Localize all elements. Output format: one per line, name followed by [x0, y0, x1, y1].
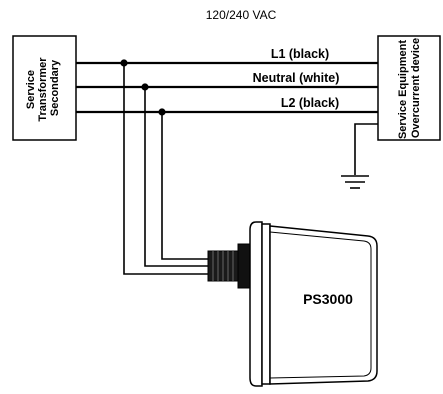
service-equipment-box: Service Equipment Overcurrent device	[377, 35, 441, 141]
tap-wire-neutral	[144, 87, 210, 267]
conductor-l2: L2 (black)	[76, 96, 378, 114]
service-equipment-label-line-1: Service Equipment	[397, 40, 409, 139]
conductor-neutral-label: Neutral (white)	[253, 71, 340, 85]
voltage-title: 120/240 VAC	[206, 8, 277, 22]
ground-connection	[341, 123, 378, 189]
flange-plate	[261, 223, 271, 385]
mounting-flange	[249, 221, 263, 387]
conductor-l2-label: L2 (black)	[281, 96, 339, 110]
device-label: PS3000	[303, 291, 353, 307]
device-housing	[269, 225, 378, 385]
transformer-label-line-2: Transformer	[37, 57, 49, 122]
tap-wires	[120, 59, 210, 275]
conduit-fitting	[207, 243, 251, 289]
conductor-l1: L1 (black)	[76, 47, 378, 65]
ps3000-device: PS3000	[207, 221, 378, 387]
service-equipment-label-line-2: Overcurrent device	[410, 38, 422, 138]
transformer-label-line-3: Secondary	[49, 59, 61, 116]
housing-rim	[269, 231, 372, 379]
tap-wire-l2	[161, 112, 210, 260]
conductor-neutral: Neutral (white)	[76, 71, 378, 89]
svg-text:Service Transformer: Service Transformer Secondary	[25, 54, 61, 121]
conductor-l1-label: L1 (black)	[271, 47, 329, 61]
svg-text:Service Equipment Overcu: Service Equipment Overcurrent device	[397, 37, 422, 139]
tap-wire-l1	[123, 63, 210, 275]
service-transformer-box: Service Transformer Secondary	[12, 35, 77, 141]
transformer-label-line-1: Service	[25, 70, 37, 109]
